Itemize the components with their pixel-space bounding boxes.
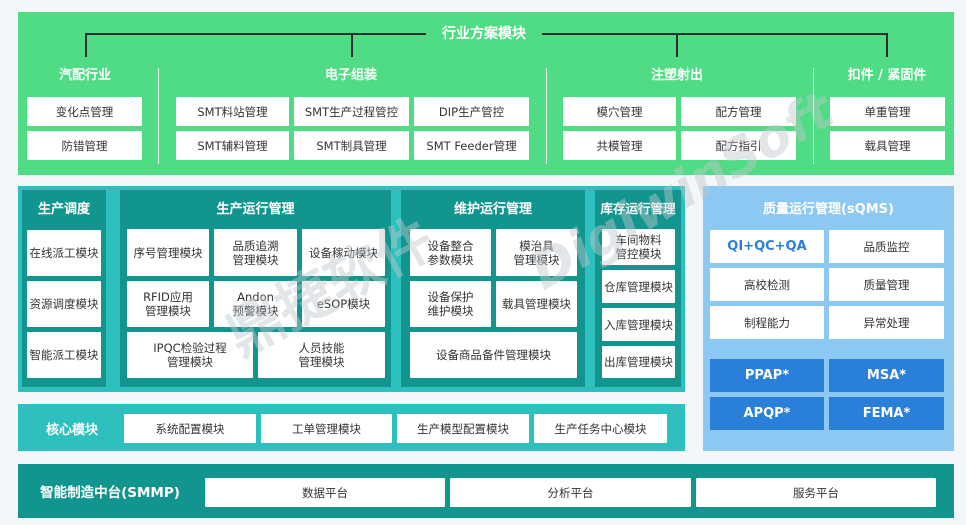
module-smt-fixture[interactable]: SMT制具管理 bbox=[294, 131, 409, 160]
module-formula[interactable]: 配方管理 bbox=[681, 97, 796, 126]
section-title-electronics: 电子组装 bbox=[324, 67, 377, 83]
inventory-title: 库存运行管理 bbox=[600, 200, 676, 216]
connector-vertical bbox=[85, 33, 87, 57]
module-data-platform[interactable]: 数据平台 bbox=[205, 478, 445, 507]
module-rfid[interactable]: RFID应用 管理模块 bbox=[127, 281, 209, 327]
module-dip-control[interactable]: DIP生产管控 bbox=[414, 97, 529, 126]
module-workshop-material[interactable]: 车间物料 管控模块 bbox=[602, 229, 675, 265]
module-warehouse[interactable]: 仓库管理模块 bbox=[602, 270, 675, 303]
module-production-model[interactable]: 生产模型配置模块 bbox=[397, 414, 529, 443]
module-ipqc[interactable]: IPQC检验过程 管理模块 bbox=[127, 332, 253, 378]
module-service-platform[interactable]: 服务平台 bbox=[696, 478, 936, 507]
dispatch-title: 生产调度 bbox=[37, 201, 90, 217]
module-carrier[interactable]: 载具管理 bbox=[830, 131, 945, 160]
quality-title: 质量运行管理(sQMS) bbox=[763, 201, 894, 217]
module-quality-management[interactable]: 质量管理 bbox=[829, 268, 944, 301]
module-fema[interactable]: FEMA* bbox=[829, 397, 944, 430]
module-mold-fixture[interactable]: 模治具 管理模块 bbox=[496, 229, 577, 276]
connector-horizontal bbox=[542, 33, 888, 35]
module-andon[interactable]: Andon 预警模块 bbox=[214, 281, 297, 327]
connector-horizontal bbox=[86, 33, 426, 35]
connector-vertical bbox=[886, 33, 888, 57]
module-outbound[interactable]: 出库管理模块 bbox=[602, 346, 675, 378]
module-ppap[interactable]: PPAP* bbox=[710, 359, 824, 392]
section-title-injection: 注塑射出 bbox=[650, 67, 703, 83]
production-title: 生产运行管理 bbox=[216, 201, 295, 217]
module-smt-feeder[interactable]: SMT Feeder管理 bbox=[414, 131, 529, 160]
section-divider bbox=[813, 68, 814, 164]
smmp-title: 智能制造中台(SMMP) bbox=[40, 485, 180, 501]
module-exception-handling[interactable]: 异常处理 bbox=[829, 306, 944, 339]
module-efficient-inspection[interactable]: 高校检测 bbox=[710, 268, 824, 301]
module-cavity[interactable]: 模穴管理 bbox=[563, 97, 676, 126]
module-task-center[interactable]: 生产任务中心模块 bbox=[534, 414, 667, 443]
module-msa[interactable]: MSA* bbox=[829, 359, 944, 392]
module-equipment-params[interactable]: 设备整合 参数模块 bbox=[410, 229, 491, 276]
module-quality-monitoring[interactable]: 品质监控 bbox=[829, 230, 944, 263]
module-work-order[interactable]: 工单管理模块 bbox=[261, 414, 392, 443]
connector-vertical bbox=[676, 33, 678, 57]
module-personnel-skill[interactable]: 人员技能 管理模块 bbox=[258, 332, 385, 378]
core-title: 核心模块 bbox=[45, 422, 98, 438]
module-equipment-maintenance[interactable]: 设备保护 维护模块 bbox=[410, 281, 491, 327]
module-esop[interactable]: eSOP模块 bbox=[302, 281, 385, 327]
module-equipment-utilization[interactable]: 设备稼动模块 bbox=[302, 229, 385, 276]
module-online-dispatch[interactable]: 在线派工模块 bbox=[27, 230, 101, 276]
section-title-fasteners: 扣件 / 紧固件 bbox=[847, 67, 927, 83]
module-apqp[interactable]: APQP* bbox=[710, 397, 824, 430]
module-system-config[interactable]: 系统配置模块 bbox=[124, 414, 256, 443]
section-divider bbox=[158, 68, 159, 164]
module-smart-dispatch[interactable]: 智能派工模块 bbox=[27, 332, 101, 378]
module-change-point[interactable]: 变化点管理 bbox=[27, 97, 142, 126]
module-spare-parts[interactable]: 设备商品备件管理模块 bbox=[410, 332, 577, 378]
module-error-proofing[interactable]: 防错管理 bbox=[27, 131, 142, 160]
section-divider bbox=[546, 68, 547, 164]
module-serial-number[interactable]: 序号管理模块 bbox=[127, 229, 209, 276]
module-qi-qc-qa[interactable]: QI+QC+QA bbox=[710, 230, 824, 263]
module-inbound[interactable]: 入库管理模块 bbox=[602, 308, 675, 341]
section-title-auto-parts: 汽配行业 bbox=[58, 67, 111, 83]
industry-solutions-title: 行业方案模块 bbox=[442, 26, 526, 42]
module-smt-station[interactable]: SMT料站管理 bbox=[176, 97, 289, 126]
connector-vertical bbox=[351, 33, 353, 57]
module-analysis-platform[interactable]: 分析平台 bbox=[450, 478, 691, 507]
module-quality-trace[interactable]: 品质追溯 管理模块 bbox=[214, 229, 297, 276]
module-process-capability[interactable]: 制程能力 bbox=[710, 306, 824, 339]
module-smt-process[interactable]: SMT生产过程管控 bbox=[294, 97, 409, 126]
maintenance-title: 维护运行管理 bbox=[453, 201, 532, 217]
module-unit-weight[interactable]: 单重管理 bbox=[830, 97, 945, 126]
module-smt-auxiliary[interactable]: SMT辅料管理 bbox=[176, 131, 289, 160]
module-shared-mold[interactable]: 共模管理 bbox=[563, 131, 676, 160]
module-carrier-management[interactable]: 载具管理模块 bbox=[496, 281, 577, 327]
module-resource-scheduling[interactable]: 资源调度模块 bbox=[27, 281, 101, 327]
module-formula-guide[interactable]: 配方指引 bbox=[681, 131, 796, 160]
